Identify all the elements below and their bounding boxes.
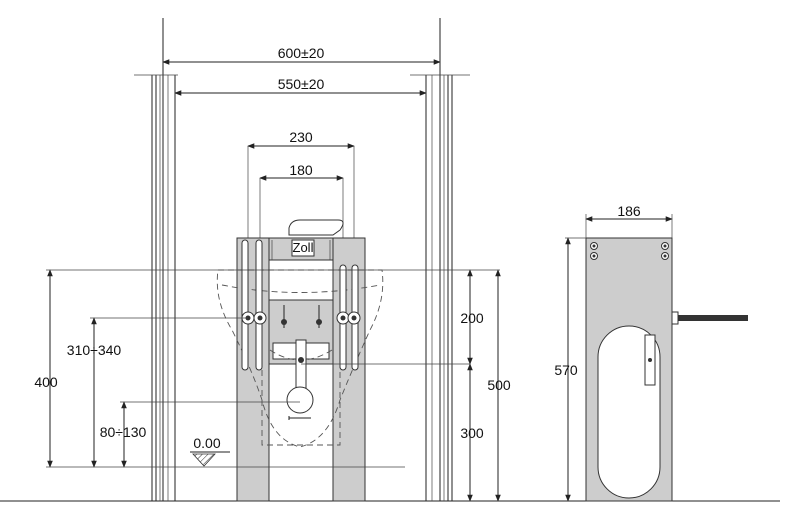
dim-total-height-label: 400 bbox=[34, 374, 58, 390]
drain-trap-icon bbox=[286, 386, 314, 414]
dim-side-height: 570 bbox=[554, 237, 586, 502]
logo-box: Zoll bbox=[288, 219, 344, 257]
dim-total-height: 400 bbox=[34, 269, 58, 468]
dim-side-depth-label: 186 bbox=[617, 203, 641, 219]
dim-supply-height: 310÷340 bbox=[67, 317, 122, 468]
dim-drain-height-label: 80÷130 bbox=[100, 424, 147, 440]
dim-frame-height-label: 500 bbox=[487, 377, 511, 393]
dim-drain-height: 80÷130 bbox=[100, 401, 147, 468]
dim-overall-width: 600±20 bbox=[162, 45, 441, 65]
left-wall-studs bbox=[151, 18, 176, 501]
dim-overall-width-label: 600±20 bbox=[278, 45, 325, 61]
dim-connection-outer-label: 230 bbox=[289, 129, 313, 145]
dim-inner-width: 550±20 bbox=[174, 76, 427, 96]
dim-upper-segment-label: 200 bbox=[460, 310, 484, 326]
dim-upper-segment: 200 bbox=[460, 269, 484, 365]
logo-text: Zoll bbox=[293, 240, 314, 255]
side-view-frame bbox=[585, 237, 748, 502]
dim-supply-height-label: 310÷340 bbox=[67, 342, 122, 358]
dim-frame-height: 500 bbox=[487, 269, 511, 502]
floor-level-mark: 0.00 bbox=[190, 435, 230, 467]
dim-lower-segment-label: 300 bbox=[460, 425, 484, 441]
dim-side-depth: 186 bbox=[585, 203, 673, 238]
extension-lines-front bbox=[46, 269, 500, 468]
dim-inner-width-label: 550±20 bbox=[278, 76, 325, 92]
dim-lower-segment: 300 bbox=[460, 363, 484, 502]
plate-bolts bbox=[281, 305, 322, 328]
supply-pipes bbox=[241, 239, 361, 371]
dim-connection-inner-label: 180 bbox=[289, 162, 313, 178]
dim-side-height-label: 570 bbox=[554, 362, 578, 378]
right-wall-studs bbox=[425, 18, 453, 501]
floor-level-label: 0.00 bbox=[193, 435, 220, 451]
